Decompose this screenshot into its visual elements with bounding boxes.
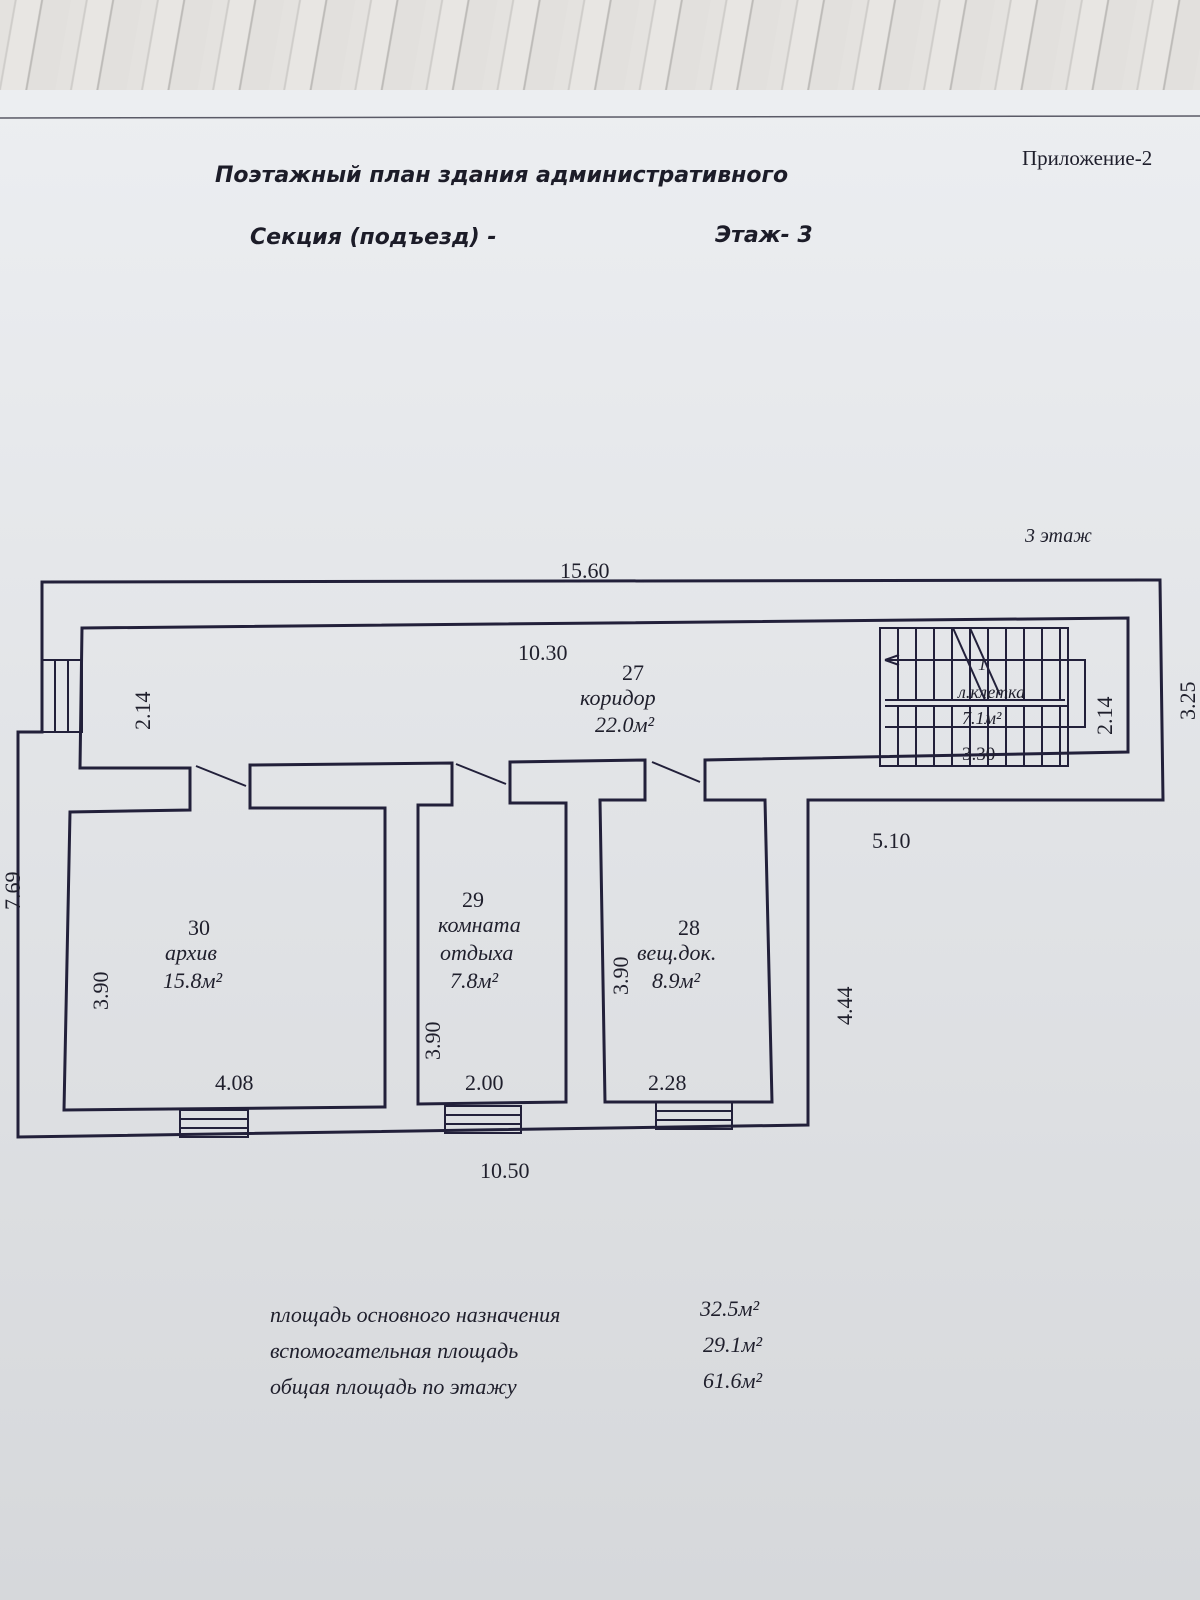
room-30-number: 30 — [188, 915, 210, 940]
corridor-name: коридор — [580, 685, 656, 710]
window-left — [41, 659, 83, 733]
stair-area: 7.1м² — [962, 708, 1002, 728]
summary-total-value: 61.6м² — [703, 1368, 763, 1393]
summary-main-value: 32.5м² — [699, 1296, 760, 1321]
dim-right-wing: 4.44 — [832, 987, 857, 1026]
window-room-28 — [655, 1101, 733, 1130]
door-room-29 — [455, 763, 507, 785]
room-30-area: 15.8м² — [163, 968, 223, 993]
appendix-label: Приложение-2 — [1022, 146, 1152, 170]
wooden-background — [0, 0, 1200, 92]
outer-wall — [16, 578, 1165, 1139]
stair-name: л.клетка — [957, 682, 1025, 702]
room-29-number: 29 — [462, 887, 484, 912]
room-30-name: архив — [165, 940, 217, 965]
dim-room-28-height: 3.90 — [608, 957, 633, 996]
window-room-30 — [179, 1109, 249, 1138]
dim-room-29-width: 2.00 — [465, 1070, 504, 1095]
summary-aux-label: вспомогательная площадь — [270, 1338, 518, 1363]
plan-floor-label: 3 этаж — [1024, 525, 1092, 547]
dim-right-outer: 3.25 — [1175, 682, 1200, 721]
door-room-28 — [651, 761, 701, 783]
summary-aux-value: 29.1м² — [703, 1332, 763, 1357]
room-29-name-line2: отдыха — [440, 940, 513, 965]
inner-wall — [62, 616, 1130, 1112]
dim-room-28-width: 2.28 — [648, 1070, 687, 1095]
area-summary: площадь основного назначения 32.5м² вспо… — [270, 1296, 763, 1399]
room-29-area: 7.8м² — [450, 968, 499, 993]
dim-room-29-height: 3.90 — [420, 1022, 445, 1061]
staircase — [879, 627, 1086, 767]
room-28-number: 28 — [678, 915, 700, 940]
header-rule — [0, 115, 1200, 119]
room-28-area: 8.9м² — [652, 968, 701, 993]
dim-bottom-outer: 10.50 — [480, 1158, 530, 1183]
corridor-number: 27 — [622, 660, 644, 685]
stair-number: 1 — [978, 655, 987, 674]
door-room-30 — [195, 765, 247, 787]
room-28-name: вещ.док. — [637, 940, 716, 965]
section-label: Секция (подъезд) - — [250, 225, 497, 250]
dim-left-outer: 7.69 — [0, 872, 25, 911]
dim-room-30-width: 4.08 — [215, 1070, 254, 1095]
dim-left-corridor-width: 2.14 — [130, 692, 155, 731]
dim-right-offset: 5.10 — [872, 828, 911, 853]
stair-direction-arrow-icon — [884, 654, 900, 666]
window-room-29 — [444, 1105, 522, 1134]
dim-corridor-length: 10.30 — [518, 640, 568, 665]
dim-top-outer: 15.60 — [560, 558, 610, 583]
dim-stair-length: 3.30 — [962, 744, 995, 765]
room-29-name-line1: комната — [438, 912, 521, 937]
document-title: Поэтажный план здания административного — [215, 163, 788, 188]
summary-total-label: общая площадь по этажу — [270, 1374, 517, 1399]
corridor-area: 22.0м² — [595, 712, 655, 737]
summary-main-label: площадь основного назначения — [270, 1302, 560, 1327]
dim-stair-width: 2.14 — [1092, 697, 1117, 736]
dim-room-30-height: 3.90 — [88, 972, 113, 1011]
floor-label: Этаж- 3 — [715, 223, 813, 248]
